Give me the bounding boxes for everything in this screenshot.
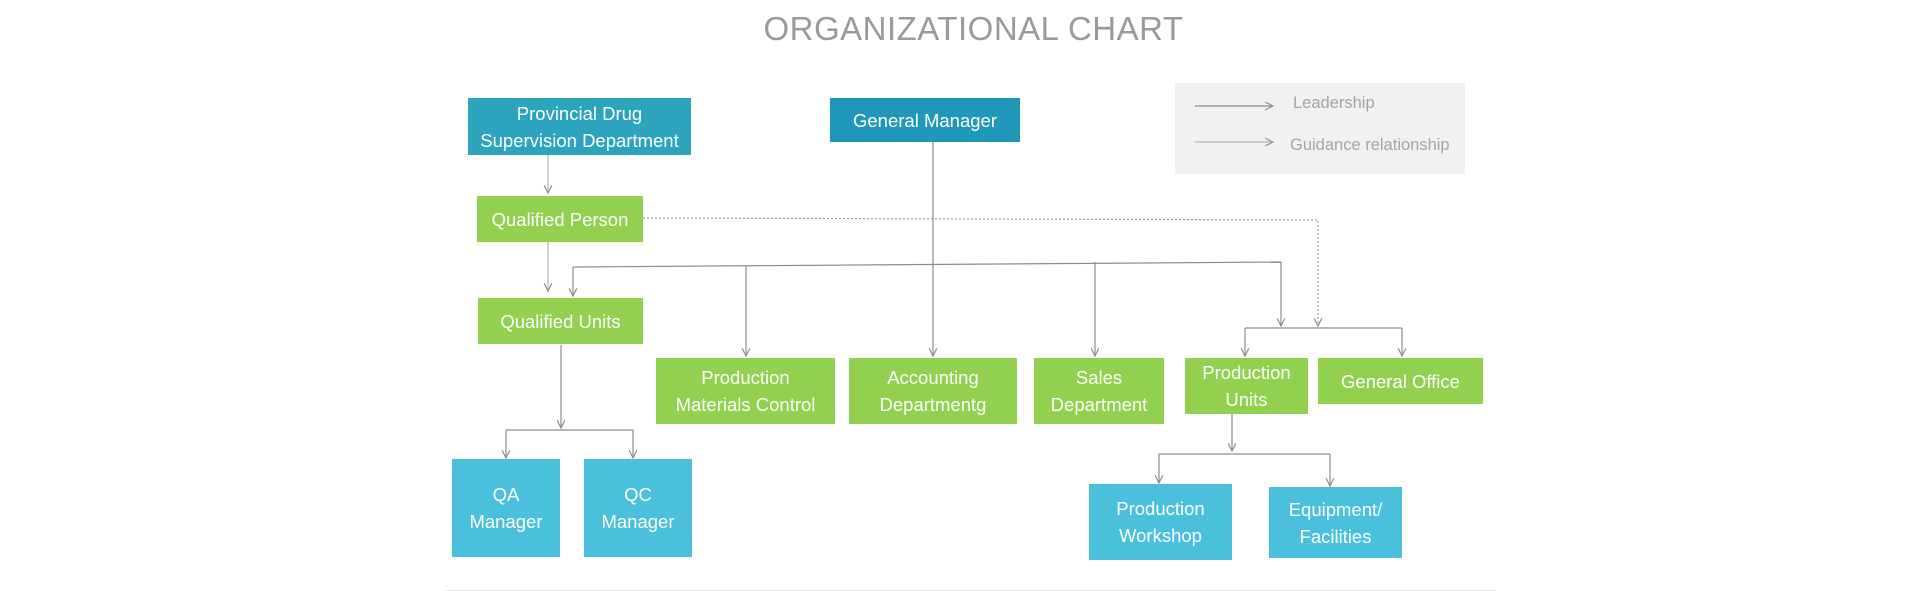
node-label-line: Workshop xyxy=(1119,525,1202,546)
node-qualified-units: Qualified Units xyxy=(478,298,643,344)
node-equipment-facilities: Equipment/Facilities xyxy=(1269,487,1402,558)
node-label-line: Equipment/ xyxy=(1288,498,1383,520)
node-label-line: Materials Control xyxy=(675,394,816,415)
node-qualified-person: Qualified Person xyxy=(477,196,643,242)
line-qp-guidance-right xyxy=(642,217,1318,326)
node-label-line: Production xyxy=(1116,498,1205,519)
legend-arrows xyxy=(1195,83,1465,174)
node-label-line: Facilities xyxy=(1299,525,1372,547)
node-label-line: Sales xyxy=(1075,367,1123,388)
node-label-line: Provincial Drug xyxy=(516,102,643,124)
node-qc-manager: QC Manager xyxy=(584,459,692,557)
node-qa-manager: QA Manager xyxy=(452,459,560,557)
node-label: Qualified Person xyxy=(491,208,629,230)
node-label: General Office xyxy=(1341,370,1460,392)
node-label: General Manager xyxy=(853,109,997,131)
legend-leadership-label: Leadership xyxy=(1293,94,1375,112)
node-label-line: Units xyxy=(1225,389,1268,410)
node-label-line: Manager xyxy=(601,511,675,532)
node-label-line: Department xyxy=(1050,394,1148,415)
node-label-line: Departmentg xyxy=(879,394,987,415)
chart-title: ORGANIZATIONAL CHART xyxy=(763,10,1184,47)
node-label-line: QA xyxy=(492,484,520,505)
node-label-line: QC xyxy=(624,484,652,505)
node-label-line: Supervision Department xyxy=(480,129,679,151)
node-label-line: Manager xyxy=(469,511,543,532)
legend-guidance-label: Guidance relationship xyxy=(1290,136,1450,154)
node-label: Qualified Units xyxy=(500,310,621,332)
node-label-line: Accounting xyxy=(887,367,979,388)
node-label-line: Production xyxy=(1202,362,1291,383)
node-general-office: General Office xyxy=(1318,358,1483,404)
node-label-line: Production xyxy=(701,367,790,388)
legend: Leadership Guidance relationship xyxy=(1175,83,1465,174)
node-general-manager: General Manager xyxy=(830,98,1020,142)
line-distribution-bar xyxy=(572,261,1282,268)
